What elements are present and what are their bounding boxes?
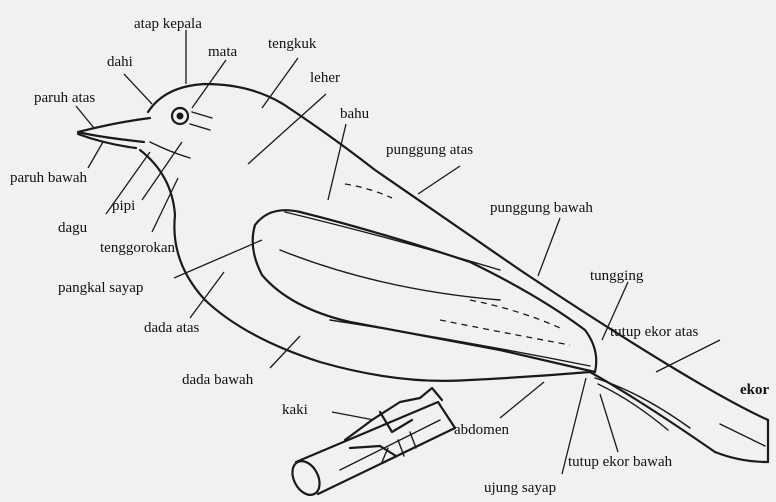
label-paruh-atas: paruh atas <box>34 90 95 106</box>
label-tungging: tungging <box>590 268 644 284</box>
label-pangkal-sayap: pangkal sayap <box>58 280 143 296</box>
label-abdomen: abdomen <box>454 422 509 438</box>
label-paruh-bawah: paruh bawah <box>10 170 88 186</box>
label-kaki: kaki <box>282 402 308 418</box>
body-outline <box>78 84 768 462</box>
label-punggung-bawah: punggung bawah <box>490 200 593 216</box>
label-bahu: bahu <box>340 106 370 122</box>
label-punggung-atas: punggung atas <box>386 142 473 158</box>
label-atap-kepala: atap kepala <box>134 16 202 32</box>
branch <box>287 402 455 500</box>
eye <box>172 108 212 130</box>
label-ujung-sayap: ujung sayap <box>484 480 556 496</box>
label-tutup-ekor-bawah: tutup ekor bawah <box>568 454 673 470</box>
label-tutup-ekor-atas: tutup ekor atas <box>610 324 698 340</box>
label-dada-atas: dada atas <box>144 320 200 336</box>
label-dahi: dahi <box>107 54 133 70</box>
label-leher: leher <box>310 70 340 86</box>
label-tenggorokan: tenggorokan <box>100 240 175 256</box>
label-dagu: dagu <box>58 220 88 236</box>
label-tengkuk: tengkuk <box>268 36 317 52</box>
labels: atap kepala mata tengkuk dahi leher paru… <box>10 16 770 496</box>
label-ekor: ekor <box>740 382 770 398</box>
label-pipi: pipi <box>112 198 135 214</box>
feet <box>345 388 442 462</box>
label-dada-bawah: dada bawah <box>182 372 254 388</box>
wing <box>253 210 597 372</box>
label-mata: mata <box>208 44 237 60</box>
face-details <box>150 142 392 198</box>
